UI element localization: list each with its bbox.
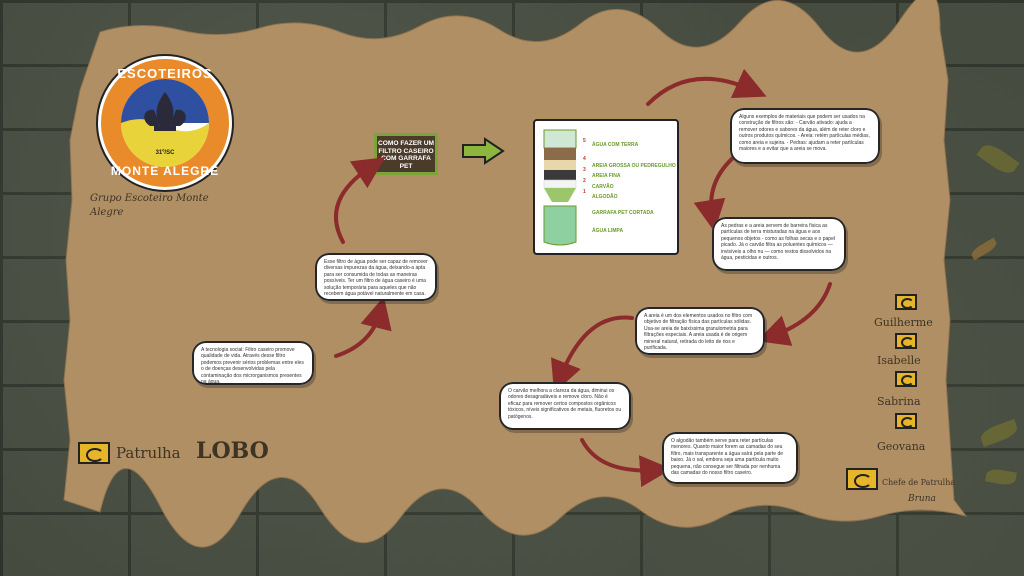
layer-label-fine-sand: AREIA FINA (592, 173, 621, 179)
chief-label: Chefe de Patrulha (882, 478, 956, 487)
layer-label-charcoal: CARVÃO (592, 184, 614, 190)
member-name: Sabrina (877, 395, 921, 408)
member-logo (895, 333, 917, 349)
layer-label-coarse-sand: AREIA GROSSA OU PEDREGULHO (592, 163, 676, 169)
group-name: Grupo Escoteiro Monte Alegre (90, 193, 209, 218)
layer-num-5: 5 (583, 138, 586, 144)
patrol-logo (78, 442, 110, 464)
layer-num-3: 3 (583, 167, 586, 173)
layer-label-cut-pet-bottle: GARRAFA PET CORTADA (592, 210, 654, 216)
layer-label-cotton: ALGODÃO (592, 194, 618, 200)
member-logo (895, 371, 917, 387)
pet-bottle-illustration (543, 129, 577, 246)
badge-top-text: ESCOTEIROS (117, 66, 213, 81)
info-card-cotton: O algodão também serve para reter partíc… (662, 432, 798, 484)
patrol-label: Patrulha (116, 444, 181, 462)
member-logo (895, 294, 917, 310)
patrol-name: LOBO (196, 438, 269, 464)
member-logo (895, 413, 917, 429)
chief-name: Bruna (908, 494, 936, 504)
escoteiros-badge (96, 54, 234, 192)
layer-num-1: 1 (583, 189, 586, 195)
info-card-social-technology: A tecnologia social: Filtro caseiro prom… (192, 341, 314, 385)
green-arrow-icon (462, 137, 505, 165)
layer-num-4: 4 (583, 156, 586, 162)
layer-label-clean-water: ÁGUA LIMPA (592, 228, 624, 234)
info-card-sand: A areia é um dos elementos usados no fil… (635, 307, 765, 355)
info-card-filter-purpose: Esse filtro de água pode ser capaz de re… (315, 253, 437, 301)
member-name: Geovana (877, 440, 926, 453)
info-card-materials: Alguns exemplos de materiais que podem s… (730, 108, 880, 164)
member-name: Guilherme (874, 316, 933, 329)
info-card-charcoal: O carvão melhora a clareza da água, dimi… (499, 382, 631, 430)
chief-logo (846, 468, 878, 490)
member-name: Isabelle (877, 354, 921, 367)
badge-number: 31º/SC (155, 150, 175, 156)
layer-num-2: 2 (583, 178, 586, 184)
badge-bottom-text: MONTE ALEGRE (110, 164, 220, 178)
layer-label-water-with-earth: ÁGUA COM TERRA (592, 142, 639, 148)
info-card-stones-sand: As pedras e a areia servem de barreira f… (712, 217, 846, 271)
